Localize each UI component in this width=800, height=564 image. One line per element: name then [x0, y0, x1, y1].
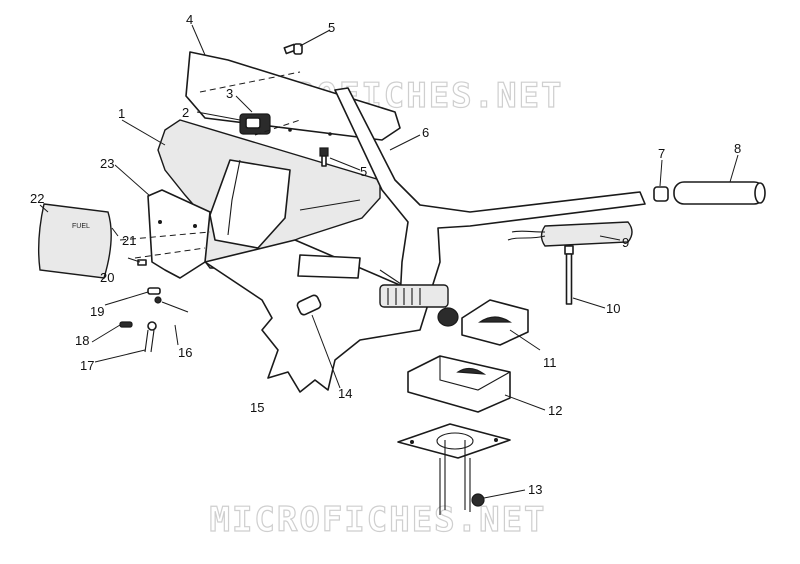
clamp-bolt: [564, 245, 574, 305]
callout-12: 12: [548, 403, 562, 418]
callout-16: 16: [178, 345, 192, 360]
steering-nut: [471, 493, 485, 507]
callout-20: 20: [100, 270, 114, 285]
callout-labels: 1 2 3 4 5 5 6 7 8 9 10 11 12 13 14 15 16…: [30, 12, 741, 497]
callout-1: 1: [118, 106, 125, 121]
heated-grip: [507, 221, 633, 247]
small-hardware: [119, 259, 189, 353]
bracket: [147, 189, 211, 279]
callout-22: 22: [30, 191, 44, 206]
callout-11: 11: [543, 355, 557, 370]
handlebar-end-cap: [653, 186, 669, 202]
decal-plate: FUEL: [37, 203, 112, 279]
callout-18: 18: [75, 333, 89, 348]
lower-clamp: [407, 355, 511, 413]
handlebar: [334, 87, 646, 327]
callout-8: 8: [734, 141, 741, 156]
callout-23: 23: [100, 156, 114, 171]
callout-5-mid: 5: [360, 164, 367, 179]
watermark-bottom: MICROFICHES.NET: [209, 500, 546, 540]
callout-3: 3: [226, 86, 233, 101]
callout-21: 21: [122, 233, 136, 248]
decal-label: FUEL: [72, 223, 90, 230]
callout-17: 17: [80, 358, 94, 373]
callout-15: 15: [250, 400, 264, 415]
assembly-lines: [119, 71, 301, 259]
callout-14: 14: [338, 386, 352, 401]
callout-4: 4: [186, 12, 193, 27]
callout-19: 19: [90, 304, 104, 319]
callout-13: 13: [528, 482, 542, 497]
leader-lines: [39, 24, 739, 499]
callout-9: 9: [622, 235, 629, 250]
upper-clamp: [461, 299, 529, 346]
callout-6: 6: [422, 125, 429, 140]
screw-top: [283, 43, 303, 55]
handlebar-grip: [673, 181, 766, 205]
callout-7: 7: [658, 146, 665, 161]
callout-5-top: 5: [328, 20, 335, 35]
callout-10: 10: [606, 301, 620, 316]
lower-cover: [204, 239, 431, 393]
callout-2: 2: [182, 105, 189, 120]
switch: [296, 294, 322, 316]
key-switch: [239, 113, 271, 135]
steering-plate: [397, 423, 511, 515]
screw-mid: [319, 147, 329, 167]
